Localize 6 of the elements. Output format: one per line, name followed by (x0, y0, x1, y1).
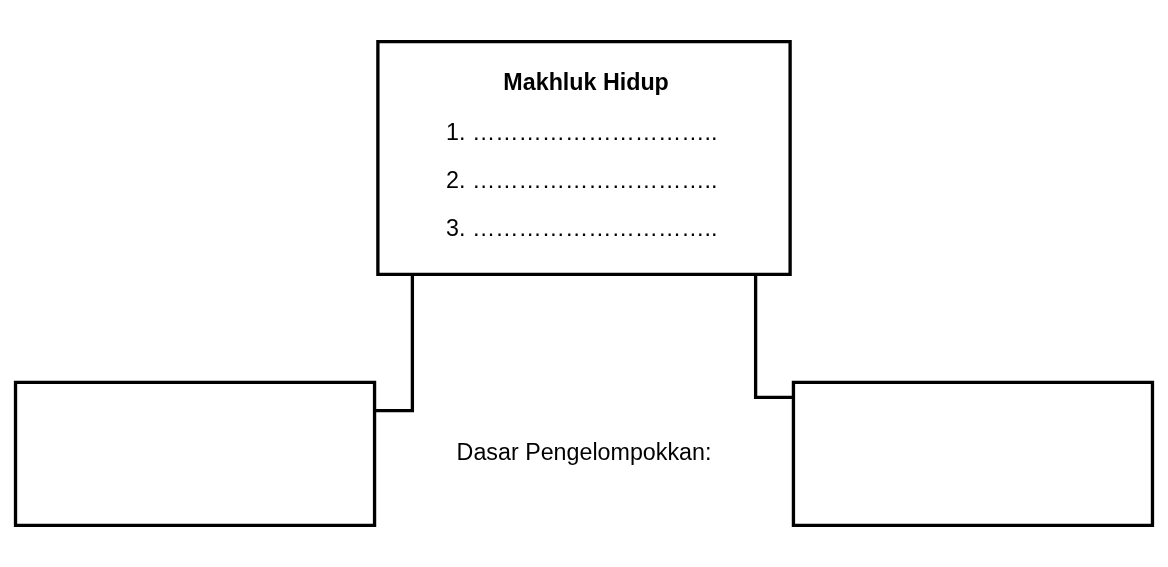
label: Dasar Pengelompokkan: (456, 439, 712, 466)
connector (375, 274, 415, 413)
connector (753, 274, 793, 400)
node-box: Makhluk Hidup 1. ………………………….. 2. ………………………….. 3. ………………………….. (376, 40, 792, 277)
node-box (13, 380, 377, 527)
node-box (791, 380, 1155, 527)
